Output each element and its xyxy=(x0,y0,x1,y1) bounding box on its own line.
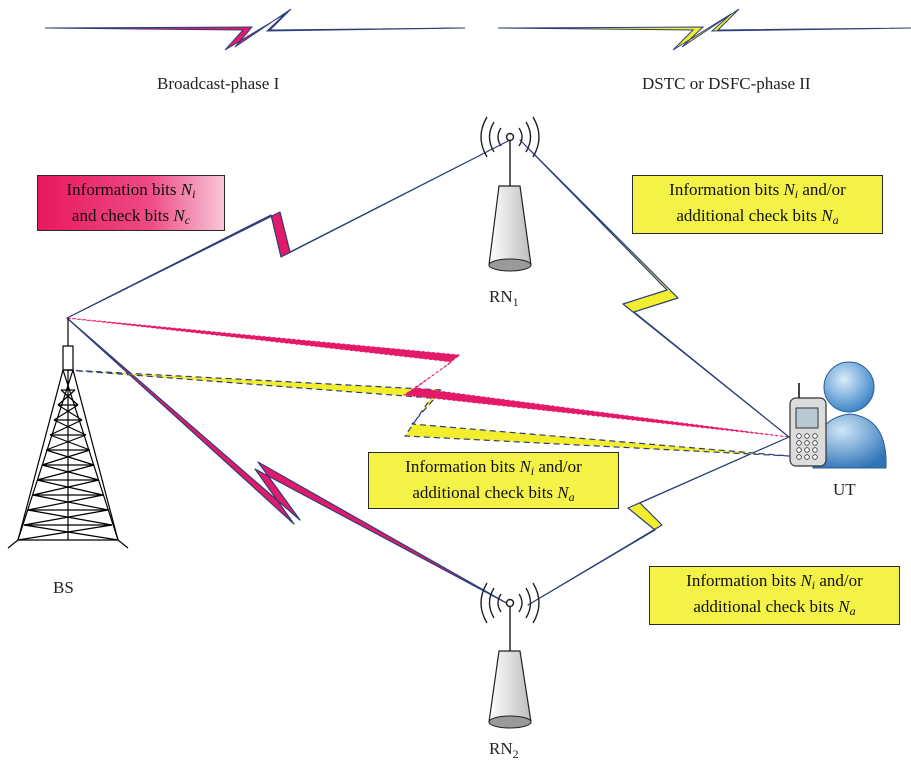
bs-to-ut-line2: additional check bits Na xyxy=(412,483,575,504)
rn1-to-ut-line2: additional check bits Na xyxy=(676,206,839,227)
bs-to-ut-box: Information bits Ni and/or additional ch… xyxy=(368,452,619,509)
legend-phase2-label: DSTC or DSFC-phase II xyxy=(642,74,811,93)
bs-broadcast-line1: Information bits Ni xyxy=(66,180,196,201)
rn2-antenna-icon xyxy=(480,582,540,729)
legend-phase2-bolt xyxy=(497,8,911,51)
bs-to-ut-line1: Information bits Ni and/or xyxy=(405,457,582,478)
rn2-to-ut-line2: additional check bits Na xyxy=(693,597,856,618)
rn1-label-sub: 1 xyxy=(512,295,519,309)
rn2-label-sub: 2 xyxy=(512,747,519,761)
rn1-antenna-icon xyxy=(480,116,540,272)
rn1-to-ut-line1: Information bits Ni and/or xyxy=(669,180,846,201)
bs-broadcast-box: Information bits Ni and check bits Nc xyxy=(37,175,225,231)
rn2-label-base: RN xyxy=(489,739,513,758)
rn1-label-base: RN xyxy=(489,287,513,306)
bs-label: BS xyxy=(53,578,74,597)
rn1-label: RN1 xyxy=(489,288,519,308)
rn2-to-ut-box: Information bits Ni and/or additional ch… xyxy=(649,566,900,625)
ut-phone-icon xyxy=(789,383,827,467)
legend-phase1-label: Broadcast-phase I xyxy=(157,74,280,93)
ut-label: UT xyxy=(833,480,856,499)
rn2-label: RN2 xyxy=(489,740,519,760)
rn2-to-ut-line1: Information bits Ni and/or xyxy=(686,571,863,592)
link-bs-ut-phase2 xyxy=(66,369,790,457)
rn1-to-ut-box: Information bits Ni and/or additional ch… xyxy=(632,175,883,234)
legend-phase1-bolt xyxy=(44,8,466,51)
bs-tower-icon xyxy=(7,318,129,549)
ut-user-icon xyxy=(812,361,887,469)
bs-broadcast-line2: and check bits Nc xyxy=(71,206,191,227)
